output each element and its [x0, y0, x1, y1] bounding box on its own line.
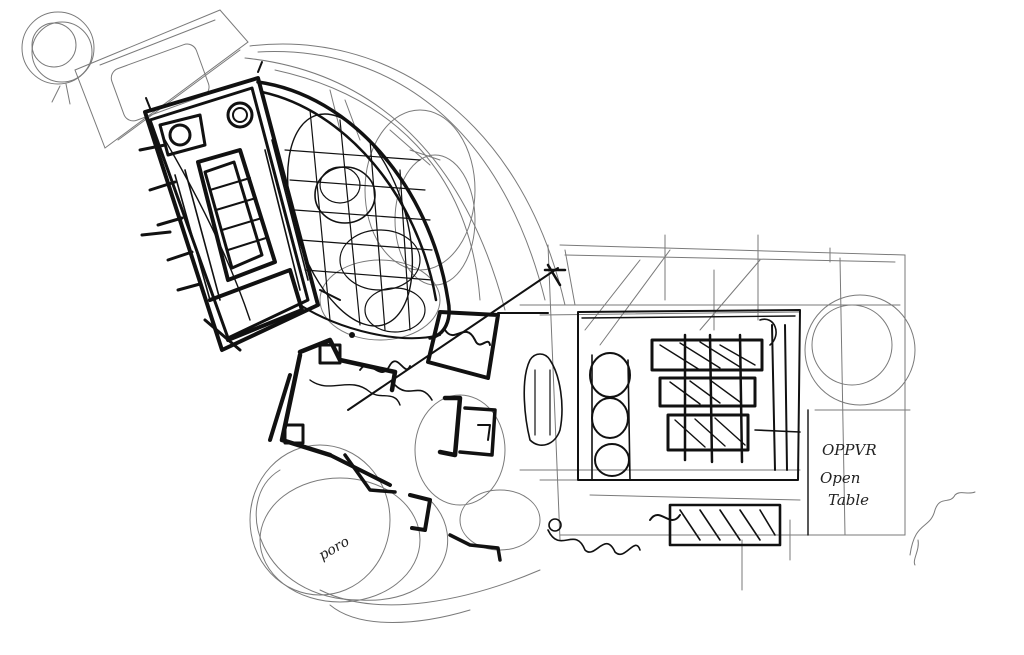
right-plan-rooms: [523, 309, 809, 555]
left-wing-walls: [138, 61, 320, 352]
note-poro: poro: [316, 534, 352, 564]
light-construction-lines: [21, 9, 976, 623]
note-open: Open: [820, 469, 860, 487]
handwritten-notes: OPPVR Open Table poro: [316, 441, 877, 564]
note-table: Table: [828, 491, 869, 509]
note-oppvr: OPPVR: [822, 441, 877, 459]
curved-oval-hall: [256, 80, 451, 340]
entry-connector: [268, 263, 567, 562]
